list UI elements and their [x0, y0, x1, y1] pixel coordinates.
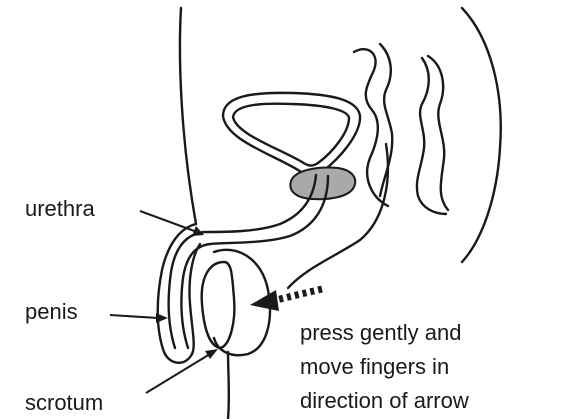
scrotum-label: scrotum — [25, 390, 103, 415]
urethra-label: urethra — [25, 196, 95, 221]
rectum-wall-back — [428, 56, 448, 210]
instruction-line-2: move fingers in — [300, 354, 449, 379]
penis-shaft-line — [189, 244, 200, 354]
testis-outline — [202, 262, 235, 348]
perineum-outline — [288, 144, 388, 288]
leg-outline — [228, 352, 229, 419]
instruction-line-3: direction of arrow — [300, 388, 469, 413]
prostate-gland — [290, 168, 355, 200]
instruction-line-1: press gently and — [300, 320, 461, 345]
bladder-inner — [233, 104, 349, 166]
scrotum-pointer — [146, 349, 218, 393]
abdomen-outline — [180, 8, 196, 224]
penis-label: penis — [25, 299, 78, 324]
back-outline — [462, 8, 501, 262]
penis-pointer — [110, 313, 168, 323]
rectum-wall-right — [380, 44, 392, 196]
direction-arrow — [250, 289, 322, 311]
bladder-outer — [223, 93, 360, 176]
